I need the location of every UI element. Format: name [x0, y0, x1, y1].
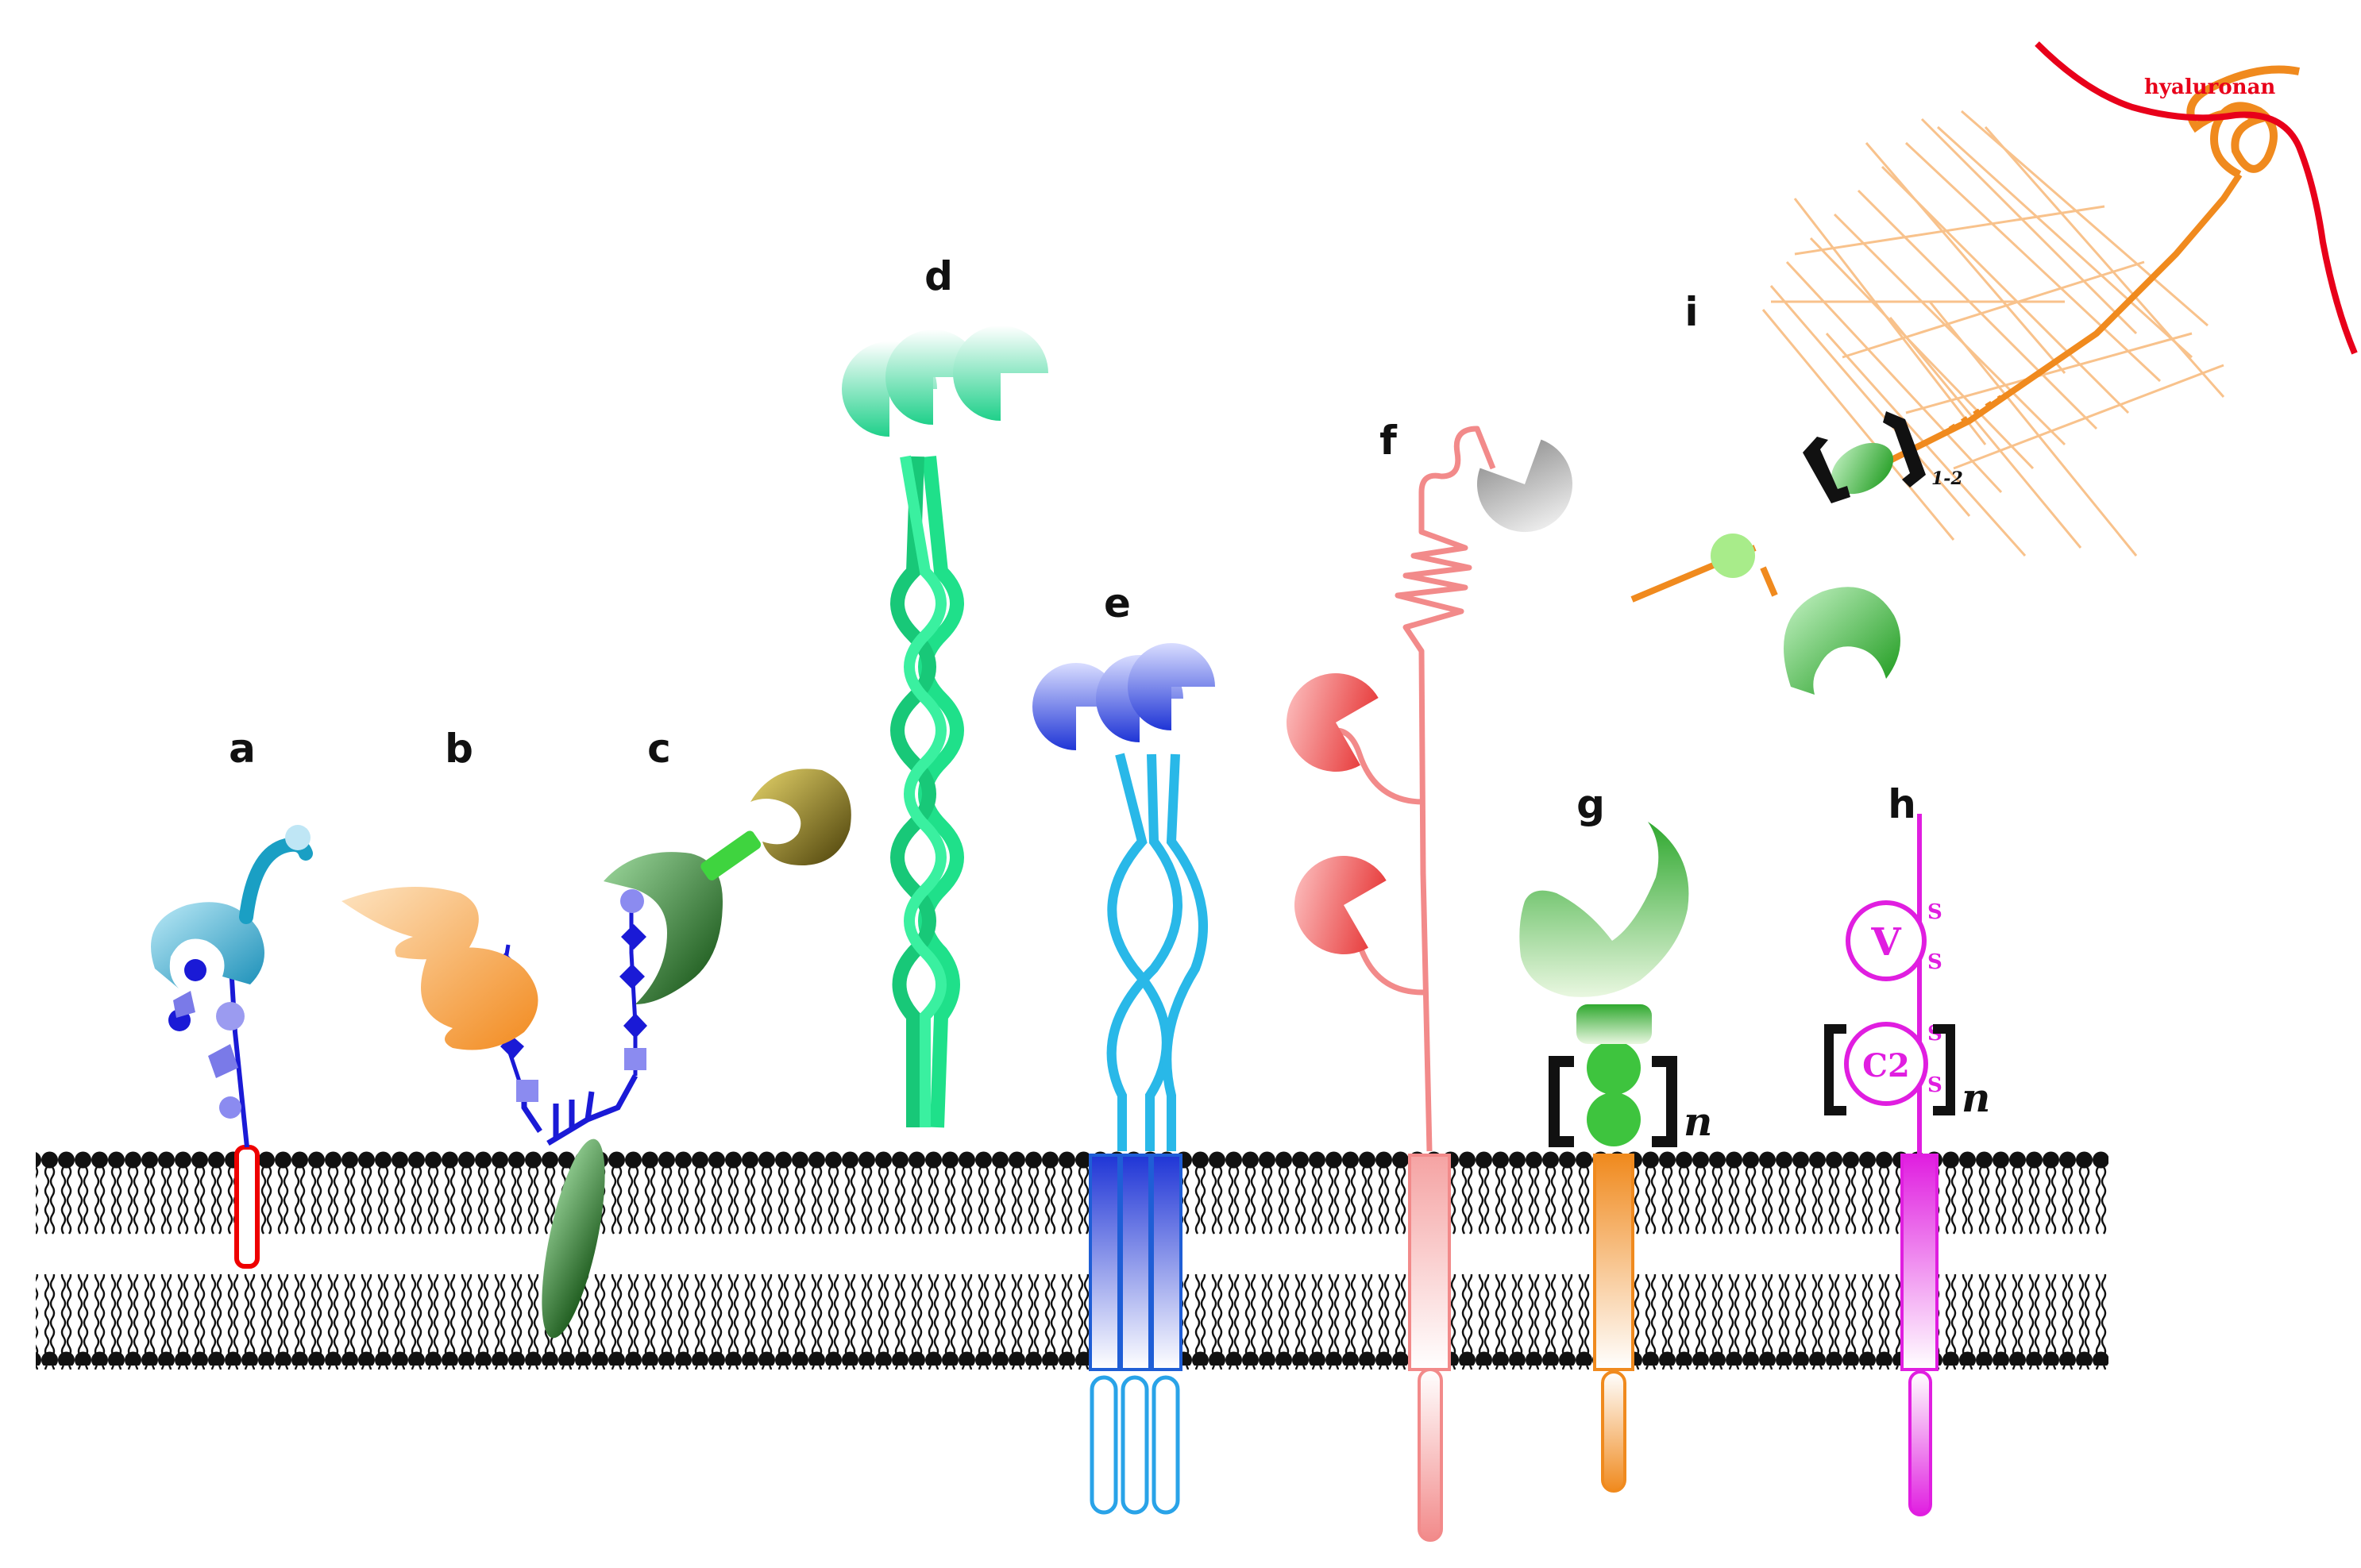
disulfide-bonds: S S S S — [1927, 900, 1942, 1097]
molecule-d: d — [842, 253, 1048, 1128]
core-dashed-i — [1936, 395, 2003, 439]
label-d: d — [924, 253, 953, 299]
tail-h — [1908, 1370, 1932, 1516]
c2-domain — [1844, 1022, 1928, 1106]
domain-a-tip — [285, 825, 311, 850]
tail-f — [1418, 1368, 1443, 1542]
tail-e-3 — [1152, 1375, 1180, 1515]
core-protein-i — [1630, 172, 2243, 603]
domain-a-body — [151, 902, 264, 988]
label-e: e — [1104, 580, 1131, 626]
globular-domain-i — [1711, 534, 1755, 578]
ligand-i — [1784, 587, 1900, 695]
v-domain — [1846, 900, 1927, 981]
label-c: c — [647, 726, 671, 772]
ligand-stalk-i — [1760, 566, 1778, 597]
crd-f-grey — [1477, 439, 1572, 532]
neck-g — [1576, 1004, 1652, 1044]
head-g — [1519, 822, 1689, 997]
hyaluronan-strand — [2035, 41, 2358, 355]
membrane-outer-leaflet — [36, 1151, 2108, 1282]
domain-a-stalk — [239, 837, 313, 924]
label-h: h — [1888, 781, 1916, 827]
molecule-f: f — [1287, 418, 1572, 1542]
molecule-e: e — [1032, 580, 1215, 1515]
molecule-i: hyaluronan 1-2 i — [1630, 41, 2358, 695]
ligand-c-linker — [700, 830, 762, 880]
ligand-c-green — [604, 852, 723, 1004]
tail-e-1 — [1090, 1375, 1118, 1515]
arm-f-1 — [1335, 727, 1424, 805]
ligand-c-olive — [750, 769, 851, 865]
tm-e-1 — [1089, 1154, 1121, 1371]
repeat-count-g: n — [1684, 1098, 1712, 1145]
crd-head-d-3 — [953, 326, 1048, 421]
hyaluronan-label: hyaluronan — [2144, 75, 2275, 99]
svg-text:S: S — [1927, 900, 1942, 924]
label-i: i — [1684, 289, 1698, 335]
label-b: b — [445, 726, 473, 772]
molecule-a: a — [151, 726, 313, 1269]
repeat-domain-i — [1831, 442, 1893, 495]
stalk-f — [1395, 426, 1496, 1152]
svg-text:S: S — [1927, 950, 1942, 974]
head-e-3 — [1128, 643, 1215, 730]
bracket-i — [1803, 411, 1926, 503]
link-loop-i — [2186, 65, 2300, 179]
tail-g — [1601, 1370, 1626, 1493]
label-g: g — [1576, 781, 1605, 827]
molecule-b-c: b c — [341, 726, 851, 1339]
molecule-h: V C2 S S S S n h — [1824, 781, 1990, 1516]
v-domain-label: V — [1870, 920, 1901, 965]
helix-e-1 — [1106, 753, 1182, 1151]
tm-f — [1408, 1154, 1451, 1371]
molecule-g: n g — [1519, 781, 1712, 1493]
repeat-count-h: n — [1962, 1074, 1990, 1121]
bracket-g — [1549, 1056, 1677, 1147]
tm-domain-bc — [542, 1138, 605, 1339]
svg-text:S: S — [1927, 1073, 1942, 1097]
tm-e-3 — [1151, 1154, 1182, 1371]
crd-f-1 — [1287, 672, 1379, 772]
label-a: a — [229, 726, 256, 772]
crd-f-2 — [1294, 856, 1387, 954]
gpi-anchor — [234, 1145, 260, 1269]
helix-e-3 — [1162, 753, 1208, 1151]
repeat-count-i: 1-2 — [1931, 468, 1963, 489]
repeat-domain-g-1 — [1587, 1041, 1641, 1095]
membrane-inner-leaflet — [36, 1274, 2108, 1370]
glycan-right-chain — [619, 889, 647, 1076]
tm-e-2 — [1120, 1154, 1152, 1371]
repeat-domain-g-2 — [1587, 1092, 1641, 1146]
tm-g — [1593, 1154, 1634, 1371]
lipid-bilayer — [36, 1151, 2108, 1370]
branched-glycan — [521, 1074, 638, 1146]
head-e-1 — [1032, 663, 1120, 750]
coiled-coil-d-3 — [900, 455, 947, 1127]
ligand-b — [341, 887, 538, 1050]
crd-head-d-2 — [885, 329, 981, 425]
c2-domain-label: C2 — [1862, 1047, 1910, 1085]
label-f: f — [1379, 418, 1398, 464]
tm-h — [1900, 1154, 1939, 1371]
bracket-h — [1824, 1024, 1955, 1115]
glycan-chain-a — [168, 959, 245, 1119]
tail-e-2 — [1121, 1375, 1149, 1515]
